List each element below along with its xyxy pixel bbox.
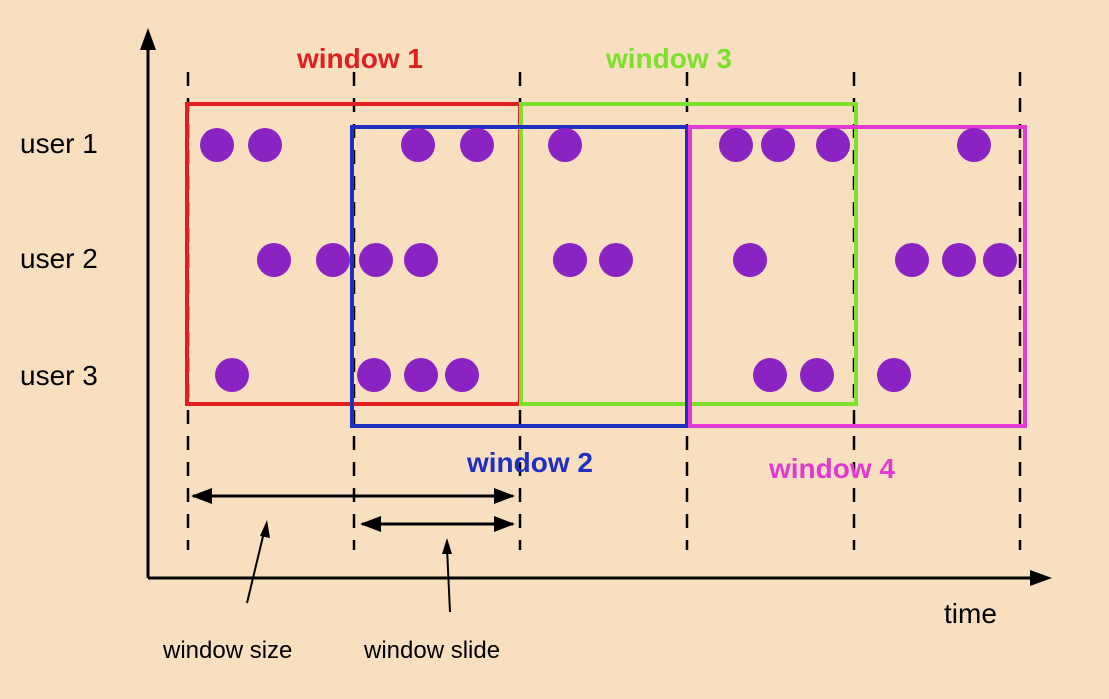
event-dot — [816, 128, 850, 162]
event-dot — [719, 128, 753, 162]
row-label-user-3: user 3 — [20, 360, 98, 391]
window-4-label: window 4 — [768, 453, 895, 484]
event-dot — [599, 243, 633, 277]
y-axis-arrowhead — [140, 28, 156, 50]
window-4-box — [688, 125, 1027, 428]
window-size-arrowhead-left — [191, 488, 212, 504]
event-dot — [215, 358, 249, 392]
window-2-box — [350, 125, 689, 428]
time-axis-label: time — [944, 598, 997, 629]
event-dot — [404, 243, 438, 277]
event-dot — [200, 128, 234, 162]
window-slide-arrowhead-left — [360, 516, 381, 532]
event-dot — [753, 358, 787, 392]
event-dot — [548, 128, 582, 162]
event-dot — [942, 243, 976, 277]
time-boundaries — [186, 72, 1022, 550]
window-slide-label: window slide — [363, 637, 500, 664]
window-slide-arrowhead-right — [494, 516, 515, 532]
window-size-arrowhead-right — [494, 488, 515, 504]
event-dot — [257, 243, 291, 277]
events-user-3 — [215, 358, 911, 392]
event-dot — [445, 358, 479, 392]
window-size-label: window size — [162, 637, 292, 664]
window-size-pointer-head — [260, 520, 270, 538]
events-user-2 — [257, 243, 1017, 277]
event-dot — [895, 243, 929, 277]
window-1-label: window 1 — [296, 43, 423, 74]
event-dot — [983, 243, 1017, 277]
window-2-label: window 2 — [466, 447, 593, 478]
window-slide-pointer — [446, 547, 451, 613]
event-dot — [733, 243, 767, 277]
event-dot — [404, 358, 438, 392]
window-3-label: window 3 — [605, 43, 732, 74]
row-label-user-2: user 2 — [20, 243, 98, 274]
row-label-user-1: user 1 — [20, 128, 98, 159]
event-dot — [957, 128, 991, 162]
event-dot — [553, 243, 587, 277]
window-size-pointer — [246, 527, 266, 604]
event-dot — [761, 128, 795, 162]
event-dot — [401, 128, 435, 162]
event-dot — [800, 358, 834, 392]
event-dot — [248, 128, 282, 162]
event-dot — [460, 128, 494, 162]
events-user-1 — [200, 128, 991, 162]
event-dot — [359, 243, 393, 277]
event-dot — [357, 358, 391, 392]
event-dot — [877, 358, 911, 392]
window-slide-pointer-head — [442, 538, 452, 554]
event-dot — [316, 243, 350, 277]
x-axis-arrowhead — [1030, 570, 1052, 586]
